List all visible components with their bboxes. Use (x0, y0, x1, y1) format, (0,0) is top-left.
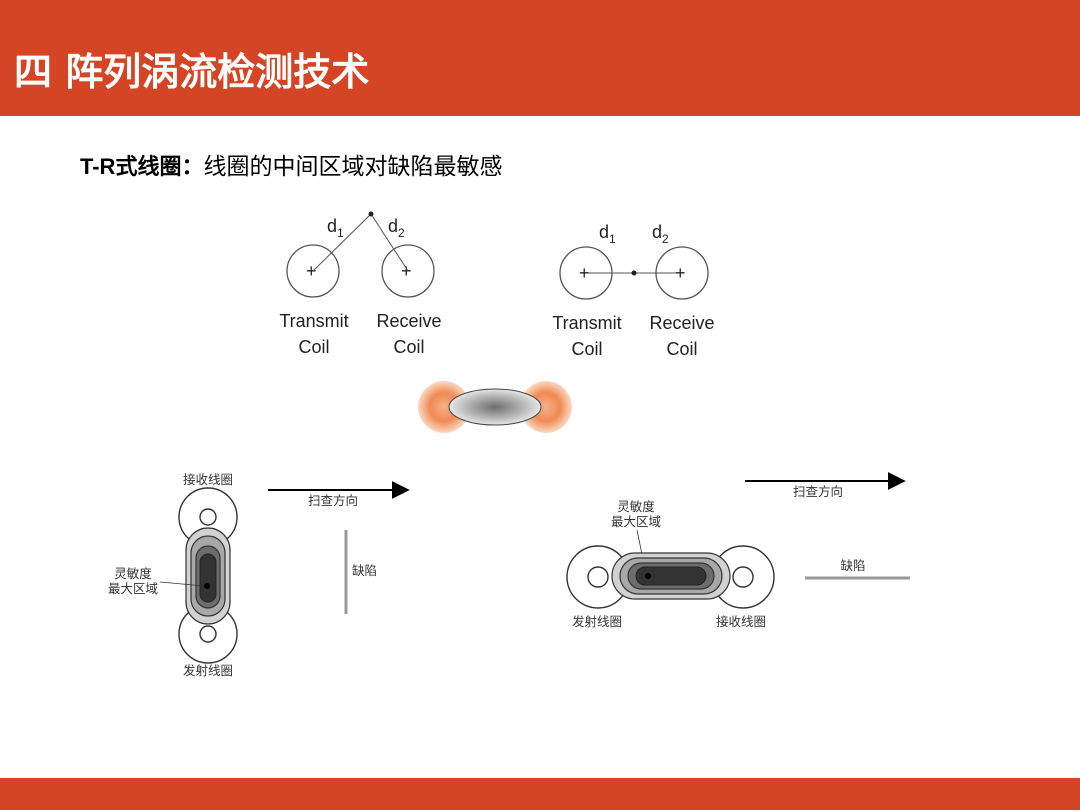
sensitivity-label: 灵敏度 (114, 566, 152, 581)
plus-sign: + (579, 263, 590, 283)
transmit-field-blob (418, 381, 470, 433)
plus-sign: + (306, 261, 317, 281)
receive-coil-label: Receive (649, 313, 714, 333)
transmit-coil-circle (286, 244, 340, 298)
transmit-coil-label: 发射线圈 (572, 614, 622, 629)
sensitivity-leader (159, 581, 205, 587)
defect-label: 缺陷 (840, 558, 865, 573)
measure-point (631, 270, 637, 276)
transmit-coil-label: Coil (571, 339, 602, 359)
sensitivity-label: 最大区域 (108, 581, 158, 596)
receive-coil-circle (381, 244, 435, 298)
distance-label-d1: d1 (327, 216, 344, 240)
distance-label-d2: d2 (388, 216, 405, 240)
distance-label-d1: d1 (599, 222, 616, 246)
coil-schematic-center: + + d1 d2 Transmit Coil Receive Coil (552, 222, 714, 359)
plus-sign: + (401, 261, 412, 281)
receive-coil-label: Coil (393, 337, 424, 357)
defect-label: 缺陷 (352, 563, 377, 578)
distance-line-d1 (312, 213, 372, 272)
sensitivity-label: 最大区域 (611, 514, 661, 529)
plus-sign: + (675, 263, 686, 283)
scan-direction-label: 扫查方向 (308, 493, 358, 508)
subtitle-label: T-R式线圈： (80, 154, 204, 179)
scan-direction-label: 扫查方向 (793, 484, 843, 499)
horizontal-probe-figure: 扫查方向 灵敏度 最大区域 缺陷 发射线圈 接收线圈 (566, 472, 910, 629)
slide-title: 四 阵列涡流检测技术 (14, 50, 370, 94)
receive-coil-label: Coil (666, 339, 697, 359)
receive-field-blob (520, 381, 572, 433)
footer-bar (0, 778, 1080, 810)
distance-label-d2: d2 (652, 222, 669, 246)
header-bar: 四 阵列涡流检测技术 (0, 0, 1080, 116)
transmit-coil-inner (587, 566, 609, 588)
vertical-probe-figure: 接收线圈 灵敏度 最大区域 发射线圈 扫查方向 缺陷 (108, 472, 410, 678)
transmit-coil-label: Transmit (279, 311, 348, 331)
transmit-coil-label: 发射线圈 (183, 663, 233, 678)
peak-point (645, 573, 651, 579)
transmit-coil-label: Transmit (552, 313, 621, 333)
measure-point (368, 211, 374, 217)
receive-coil-inner (199, 508, 217, 526)
peak-point (204, 583, 210, 589)
sensitivity-label: 灵敏度 (617, 499, 655, 514)
contour-level-4 (635, 566, 707, 586)
subtitle-text: 线圈的中间区域对缺陷最敏感 (203, 154, 503, 180)
contour-level-4 (199, 553, 217, 603)
sensitive-zone-ellipse (448, 388, 542, 426)
receive-coil-label: 接收线圈 (716, 614, 766, 629)
subtitle: T-R式线圈：线圈的中间区域对缺陷最敏感 (80, 150, 502, 184)
distance-line-d2 (370, 213, 409, 272)
receive-coil-inner (732, 566, 754, 588)
receive-coil-label: 接收线圈 (183, 472, 233, 487)
receive-coil-label: Receive (376, 311, 441, 331)
transmit-coil-inner (199, 625, 217, 643)
coil-schematic-offset: + + d1 d2 Transmit Coil Receive Coil (279, 211, 442, 357)
transmit-coil-label: Coil (298, 337, 329, 357)
field-illustration (418, 381, 572, 433)
